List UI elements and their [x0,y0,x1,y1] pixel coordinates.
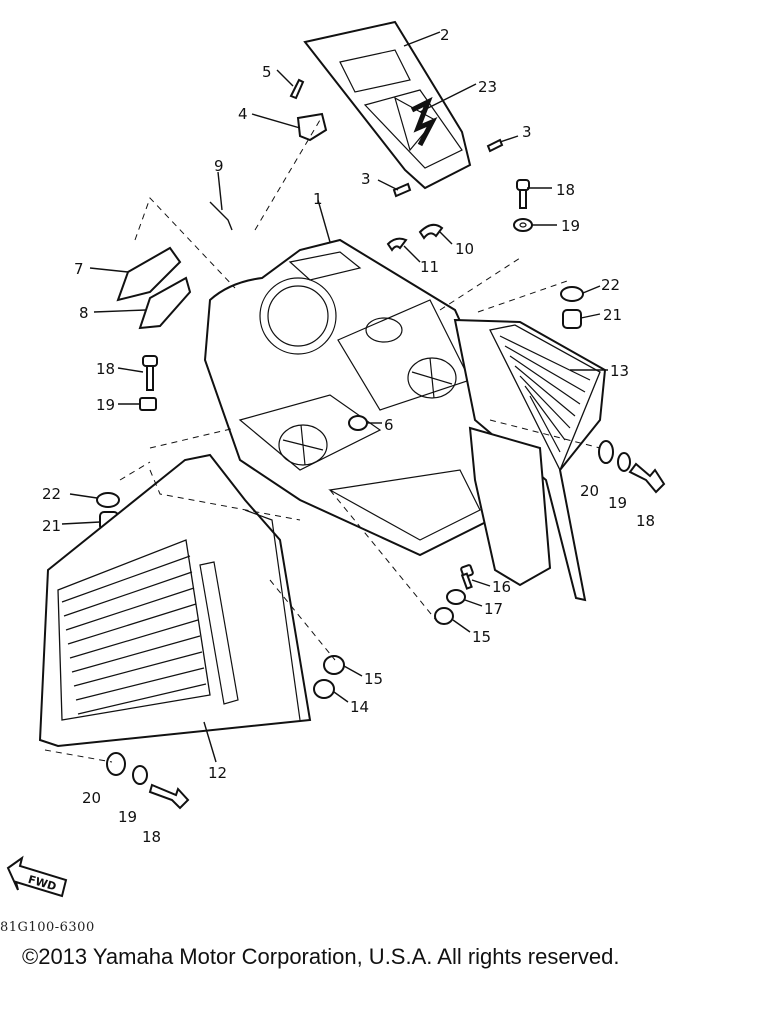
callout-3-left: 3 [361,170,371,188]
part-3-screw-right [486,138,504,153]
part-3-screw-left [392,182,412,198]
leader-lines [44,31,608,763]
callout-9: 9 [214,157,224,175]
callout-21-left: 21 [42,517,61,535]
part-2-top-cover [303,20,472,190]
part-14-nut [313,679,335,699]
callout-15-right: 15 [472,628,491,646]
part-17-washer [446,589,466,605]
callout-5: 5 [262,63,272,81]
part-1-front-cowl [203,238,502,557]
callout-labels: 2 23 5 4 3 3 9 18 19 1 10 11 7 8 22 21 1… [42,26,655,846]
part-23-emblem-decal [394,96,438,152]
part-13-right-side-panel [453,318,607,602]
callout-19-right: 19 [608,494,627,512]
callout-2: 2 [440,26,450,44]
part-18-bolt-upper [516,179,530,209]
callout-4: 4 [238,105,248,123]
fwd-arrow-icon: FWD [6,855,68,898]
part-18-bolt-right [628,462,666,494]
callout-1: 1 [313,190,323,208]
callout-6: 6 [384,416,394,434]
part-22-grommet-upper [560,286,584,302]
callout-20-lower: 20 [82,789,101,807]
callout-11: 11 [420,258,439,276]
callout-22-upper: 22 [601,276,620,294]
copyright-notice: ©2013 Yamaha Motor Corporation, U.S.A. A… [22,944,620,969]
callout-18-right: 18 [636,512,655,530]
callout-7: 7 [74,260,84,278]
part-12-left-side-panel [38,453,312,748]
part-8-bracket [138,276,192,330]
callout-19-left: 19 [96,396,115,414]
callout-21-upper: 21 [603,306,622,324]
part-19-washer-right [617,452,631,472]
callout-10: 10 [455,240,474,258]
callout-15-lower: 15 [364,670,383,688]
part-20-washer-lower [106,752,126,776]
callout-14: 14 [350,698,369,716]
callout-13: 13 [610,362,629,380]
part-18-bolt-lower [148,783,190,810]
callout-18-upper: 18 [556,181,575,199]
callout-18-lower: 18 [142,828,161,846]
part-10-clip [418,223,444,240]
callout-17: 17 [484,600,503,618]
part-16-bolt [460,564,474,590]
part-18-bolt-left [142,355,158,391]
callout-3-right: 3 [522,123,532,141]
callout-22-left: 22 [42,485,61,503]
part-6-grommet [348,415,368,431]
callout-19-upper: 19 [561,217,580,235]
part-7-bracket [116,246,182,302]
part-22-grommet-left [96,492,120,508]
part-15-grommet-right [434,607,454,625]
part-5-pin [289,78,305,100]
part-21-nut-upper [562,309,582,329]
callout-18-left: 18 [96,360,115,378]
part-19-washer-lower [132,765,148,785]
callout-20-right: 20 [580,482,599,500]
callout-16: 16 [492,578,511,596]
callout-12: 12 [208,764,227,782]
part-9-clip [209,201,233,231]
part-19-nut-left [139,397,157,411]
diagram-code: 81G100-6300 [0,920,95,935]
callout-19-lower: 19 [118,808,137,826]
part-15-grommet-lower [323,655,345,675]
part-11-clip [386,237,408,252]
part-4-bracket [296,112,328,142]
part-19-washer-upper [513,218,533,232]
callout-8: 8 [79,304,89,322]
callout-23: 23 [478,78,497,96]
part-20-washer-right [598,440,614,464]
